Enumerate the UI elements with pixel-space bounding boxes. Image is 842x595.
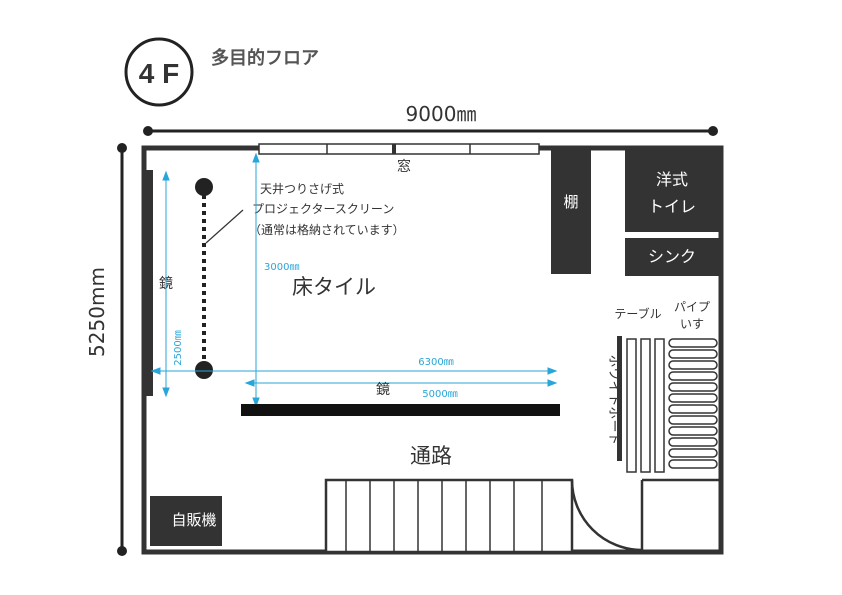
staircase <box>324 478 574 554</box>
shelf <box>551 148 591 274</box>
toilet <box>625 148 721 232</box>
dim-2500-label: 2500㎜ <box>173 330 184 365</box>
corridor-label: 通路 <box>410 444 452 468</box>
width-dimension: 9000㎜ <box>143 102 718 136</box>
page-title: 多目的フロア <box>211 47 319 69</box>
sink-label: シンク <box>648 247 696 266</box>
mirror-bottom <box>241 404 560 416</box>
projector-label-line1: 天井つりさげ式 <box>260 182 344 196</box>
dimension-lines <box>150 152 558 408</box>
door-swing <box>570 478 721 552</box>
pipe-chair-label-line1: パイプ <box>674 300 710 314</box>
projector-label-line2: プロジェクタースクリーン <box>252 202 394 216</box>
shelf-label: 棚 <box>563 193 578 211</box>
floor-tile-label: 床タイル <box>292 275 376 299</box>
dim-5000-label: 5000㎜ <box>422 389 457 400</box>
dim-6300-label: 6300㎜ <box>418 357 453 368</box>
projector-screen <box>195 178 244 379</box>
height-label: 5250mm <box>85 267 109 357</box>
toilet-label-line1: 洋式 <box>656 170 688 189</box>
mirror-left <box>144 170 153 396</box>
dim-3000-label: 3000㎜ <box>264 262 299 273</box>
window: 窓 <box>258 143 540 175</box>
mirror-bottom-label: 鏡 <box>376 382 390 398</box>
window-label: 窓 <box>397 158 411 175</box>
toilet-label-line2: トイレ <box>648 197 696 216</box>
sink <box>625 238 721 276</box>
table-label: テーブル <box>614 306 661 321</box>
width-label: 9000㎜ <box>406 102 477 126</box>
whiteboard <box>617 336 622 461</box>
tables <box>626 338 665 473</box>
vending-machine-label: 自販機 <box>171 511 216 529</box>
projector-label-line3: （通常は格納されています） <box>249 222 405 237</box>
floor-badge-label: 4 F <box>139 58 179 89</box>
floor-badge: 4 F <box>124 37 194 107</box>
pipe-chair-label-line2: いす <box>680 317 704 331</box>
whiteboard-label: ホワイトボード <box>606 354 621 445</box>
height-dimension: 5250mm <box>85 143 127 556</box>
pipe-chairs <box>668 338 718 469</box>
vending-machine <box>150 496 222 546</box>
